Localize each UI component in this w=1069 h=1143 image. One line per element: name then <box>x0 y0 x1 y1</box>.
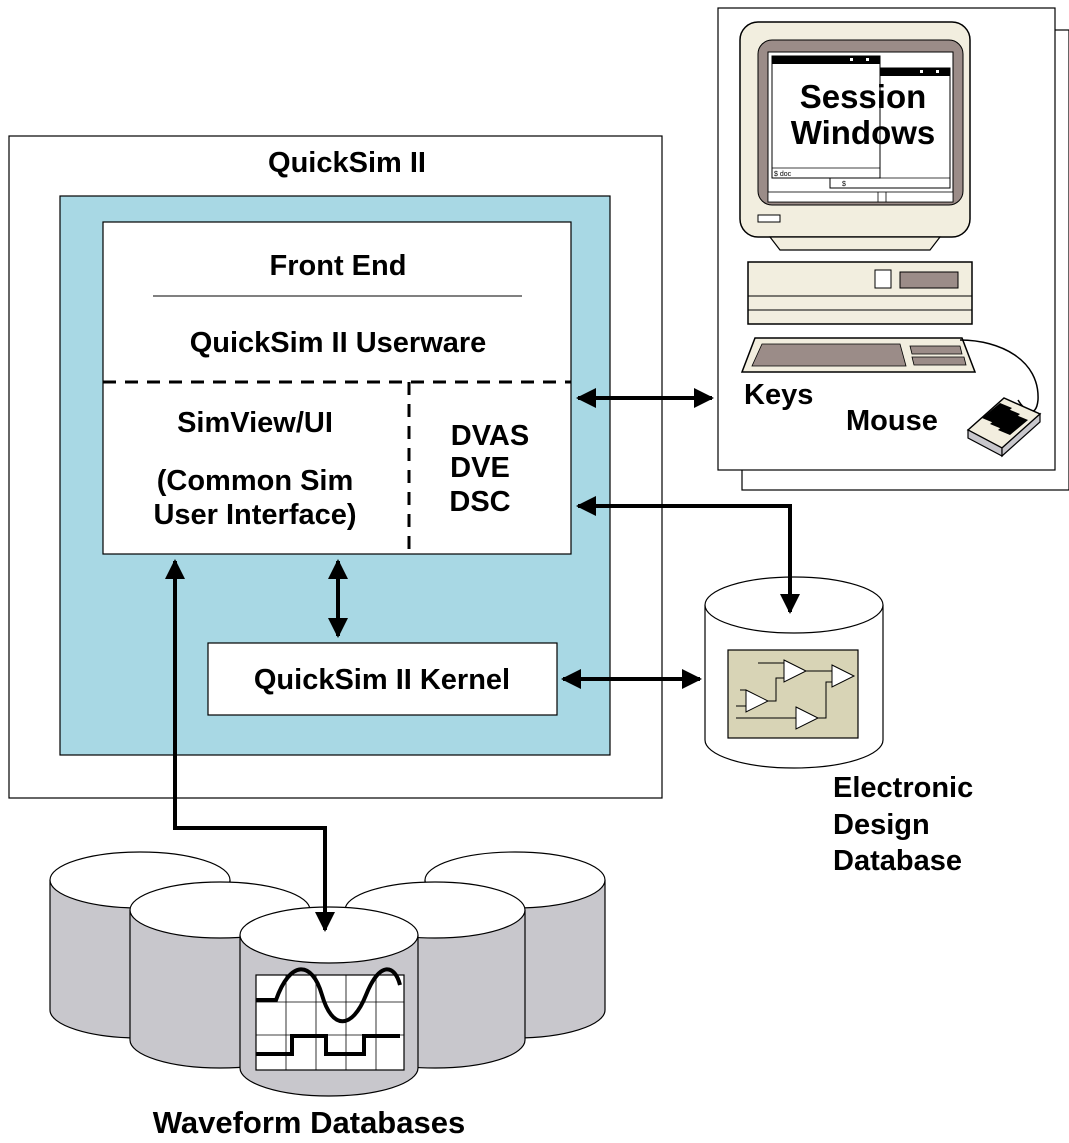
kernel-label: QuickSim II Kernel <box>254 664 510 696</box>
power-button <box>757 214 781 223</box>
userware-label: QuickSim II Userware <box>190 327 487 359</box>
edd-line1: Electronic <box>833 772 973 804</box>
drive-bay <box>899 271 959 289</box>
square-wave <box>256 1034 400 1056</box>
edd-line3: Database <box>833 845 962 877</box>
sine-wave <box>256 967 402 1024</box>
keyboard <box>740 337 977 373</box>
schematic-gates <box>745 659 856 730</box>
session-windows-line2: Windows <box>791 114 936 151</box>
common-sim-line2: User Interface) <box>153 499 356 531</box>
quicksim-title: QuickSim II <box>268 147 426 179</box>
waveform-plot <box>255 967 405 1071</box>
arrow-dsc-edd <box>576 496 800 614</box>
mouse-device <box>959 339 1042 458</box>
front-end-box <box>102 221 572 555</box>
electronic-design-database: Electronic Design Database <box>704 576 973 877</box>
workstation: $ doc $ Session Windows <box>717 7 1069 491</box>
arrow-simview-waveform <box>165 559 335 932</box>
connectors <box>165 388 800 932</box>
monitor: $ doc $ Session Windows <box>739 21 971 251</box>
drive-slot <box>874 269 892 289</box>
quicksim-block: QuickSim II Front End QuickSim II Userwa… <box>8 135 663 799</box>
mouse-label: Mouse <box>846 405 938 437</box>
keys-label: Keys <box>744 379 813 411</box>
simview-label: SimView/UI <box>177 407 333 439</box>
dvas-label: DVAS <box>451 420 529 452</box>
dsc-label: DSC <box>449 486 510 518</box>
session-windows-line1: Session <box>800 78 927 115</box>
edd-line2: Design <box>833 809 930 841</box>
prompt-doc-text: $ doc <box>774 171 792 178</box>
waveform-databases <box>49 851 606 1097</box>
common-sim-line1: (Common Sim <box>157 465 354 497</box>
prompt-text: $ <box>842 181 846 188</box>
front-end-label: Front End <box>270 250 407 282</box>
cpu-unit <box>747 261 973 325</box>
dve-label: DVE <box>450 452 510 484</box>
session-window-front <box>771 55 881 179</box>
schematic-wires <box>736 662 832 719</box>
waveform-label: Waveform Databases <box>153 1105 465 1140</box>
